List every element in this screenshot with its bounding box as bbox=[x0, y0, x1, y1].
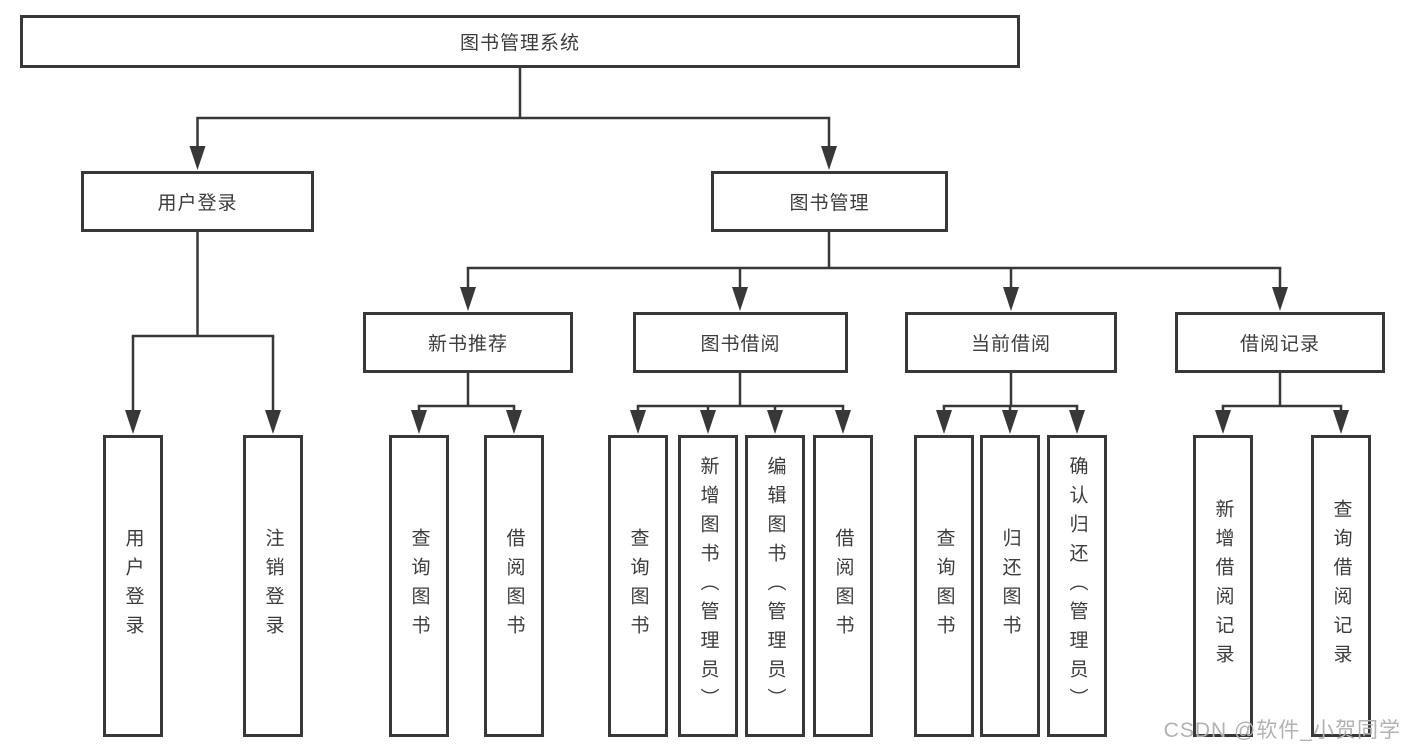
watermark: CSDN @软件_小贺同学 bbox=[1163, 719, 1401, 742]
leaf-current-return-books: 归还图书 bbox=[980, 435, 1040, 737]
leaf-current-query-books: 查询图书 bbox=[914, 435, 974, 737]
leaf-label: 查询图书 bbox=[933, 528, 955, 644]
leaf-borrow-add-books-admin: 新增图书（管理员） bbox=[678, 435, 738, 737]
arrowheads bbox=[125, 146, 1349, 434]
leaf-label: 借阅图书 bbox=[832, 528, 854, 644]
node-current-borrow: 当前借阅 bbox=[905, 312, 1117, 373]
leaf-label: 编辑图书（管理员） bbox=[764, 455, 786, 717]
leaf-borrow-edit-books-admin: 编辑图书（管理员） bbox=[745, 435, 805, 737]
node-book-management-system: 图书管理系统 bbox=[20, 15, 1020, 68]
leaf-label: 新增借阅记录 bbox=[1212, 499, 1234, 673]
leaf-logout-login: 注销登录 bbox=[243, 435, 303, 737]
leaf-borrow-borrow-books: 借阅图书 bbox=[813, 435, 873, 737]
leaf-current-confirm-return-admin: 确认归还（管理员） bbox=[1047, 435, 1107, 737]
leaf-label: 借阅图书 bbox=[503, 528, 525, 644]
leaf-label: 注销登录 bbox=[262, 528, 284, 644]
leaf-recommend-query-books: 查询图书 bbox=[389, 435, 449, 737]
leaf-label: 确认归还（管理员） bbox=[1066, 455, 1088, 717]
leaf-label: 查询图书 bbox=[627, 528, 649, 644]
leaf-label: 查询图书 bbox=[408, 528, 430, 644]
leaf-label: 用户登录 bbox=[122, 528, 144, 644]
leaf-records-add-record: 新增借阅记录 bbox=[1193, 435, 1253, 737]
node-user-login: 用户登录 bbox=[81, 171, 314, 232]
node-borrow-records: 借阅记录 bbox=[1175, 312, 1385, 373]
node-book-borrow: 图书借阅 bbox=[633, 312, 848, 373]
leaf-borrow-query-books: 查询图书 bbox=[608, 435, 668, 737]
leaf-label: 归还图书 bbox=[999, 528, 1021, 644]
node-new-book-recommend: 新书推荐 bbox=[363, 312, 573, 373]
leaf-recommend-borrow-books: 借阅图书 bbox=[484, 435, 544, 737]
leaf-label: 新增图书（管理员） bbox=[697, 455, 719, 717]
leaf-label: 查询借阅记录 bbox=[1330, 499, 1352, 673]
leaf-user-login: 用户登录 bbox=[103, 435, 163, 737]
leaf-records-query-record: 查询借阅记录 bbox=[1311, 435, 1371, 737]
node-book-management: 图书管理 bbox=[711, 171, 948, 232]
